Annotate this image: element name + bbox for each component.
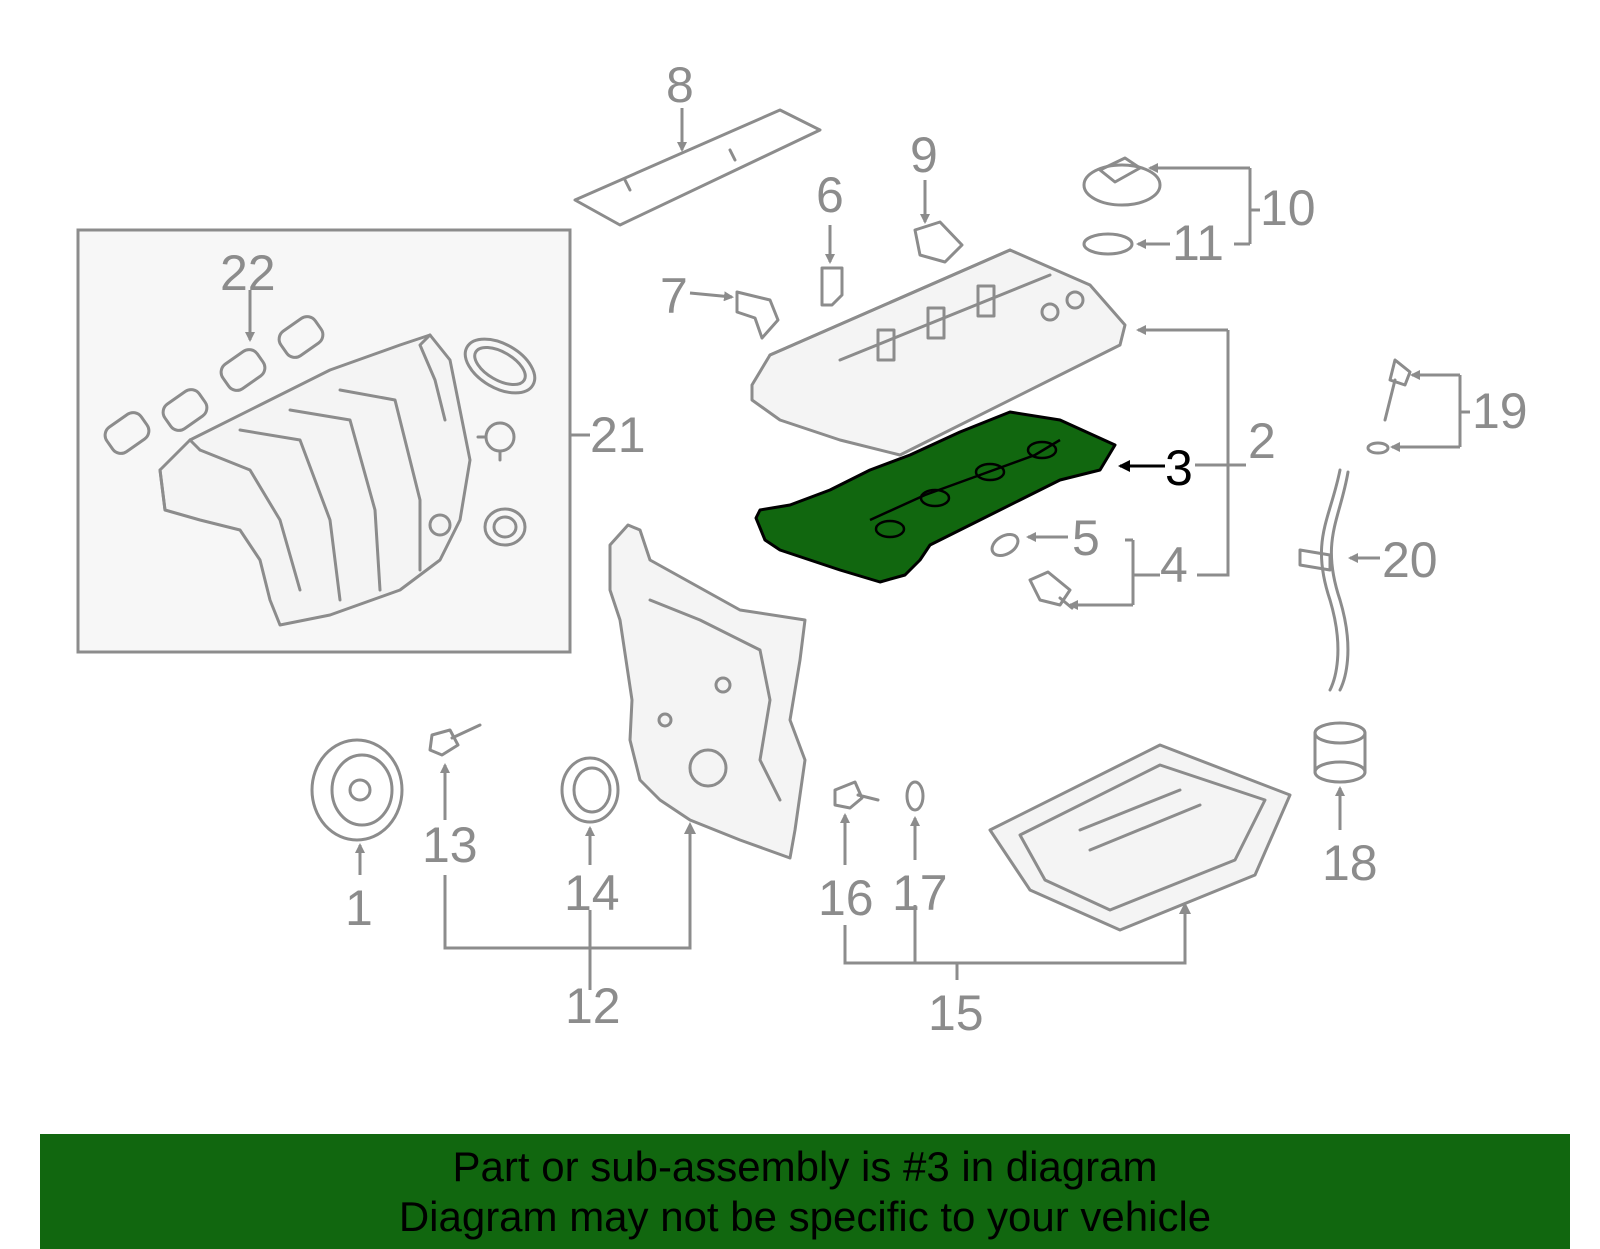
callout-3: 3	[1165, 440, 1193, 496]
engine-cover-part	[573, 108, 822, 227]
info-banner: Part or sub-assembly is #3 in diagram Di…	[40, 1134, 1570, 1249]
bolt-part-13	[428, 723, 482, 757]
dipstick-tube-part	[1298, 468, 1350, 692]
dipstick-part	[1366, 358, 1412, 455]
valve-cover-part	[750, 248, 1127, 457]
callout-20: 20	[1382, 532, 1438, 588]
callout-8: 8	[666, 57, 694, 113]
callout-10: 10	[1260, 180, 1316, 236]
sensor-part-4	[1028, 570, 1074, 610]
oil-pan-part	[988, 743, 1292, 932]
bracket-part-6	[820, 266, 844, 307]
parts-diagram: 8 9 6 7 22 21 10 11 2 3 5 4 19 20 18 1 1…	[76, 57, 1528, 1041]
callout-16: 16	[818, 870, 874, 926]
callout-14: 14	[564, 865, 620, 921]
callout-19: 19	[1472, 383, 1528, 439]
callout-9: 9	[910, 127, 938, 183]
callout-1: 1	[345, 880, 373, 936]
callout-21: 21	[590, 407, 646, 463]
oring-part-5	[990, 533, 1020, 557]
sensor-part-9	[913, 220, 964, 264]
throttle-gasket-part	[463, 337, 537, 395]
callout-18: 18	[1322, 835, 1378, 891]
callout-7: 7	[660, 268, 688, 324]
bracket-part-7	[735, 290, 780, 340]
banner-line-1: Part or sub-assembly is #3 in diagram	[452, 1143, 1158, 1190]
manifold-bolt-part	[476, 421, 516, 462]
callout-12: 12	[565, 978, 621, 1034]
valve-cover-gasket-part	[754, 410, 1117, 584]
banner-line-2: Diagram may not be specific to your vehi…	[398, 1193, 1212, 1240]
crank-pulley-part	[310, 738, 404, 842]
callout-4: 4	[1160, 537, 1188, 593]
callout-13: 13	[422, 817, 478, 873]
callout-11: 11	[1172, 215, 1224, 271]
drain-gasket-part	[905, 780, 925, 812]
manifold-seal-part	[483, 507, 527, 547]
callout-15: 15	[928, 985, 984, 1041]
intake-manifold-part	[158, 333, 472, 627]
callout-5: 5	[1072, 510, 1100, 566]
callout-2: 2	[1248, 413, 1276, 469]
drain-plug-part	[833, 780, 880, 810]
timing-cover-part	[608, 523, 807, 860]
callout-22: 22	[220, 245, 276, 301]
oil-cap-oring-part	[1082, 232, 1134, 256]
callout-6: 6	[816, 167, 844, 223]
oil-cap-part	[1082, 156, 1162, 207]
leader-lines	[245, 108, 1470, 990]
seal-part-14	[560, 756, 620, 824]
oil-filter-part	[1313, 721, 1367, 784]
intake-gaskets-part	[103, 315, 325, 455]
callout-17: 17	[892, 865, 948, 921]
